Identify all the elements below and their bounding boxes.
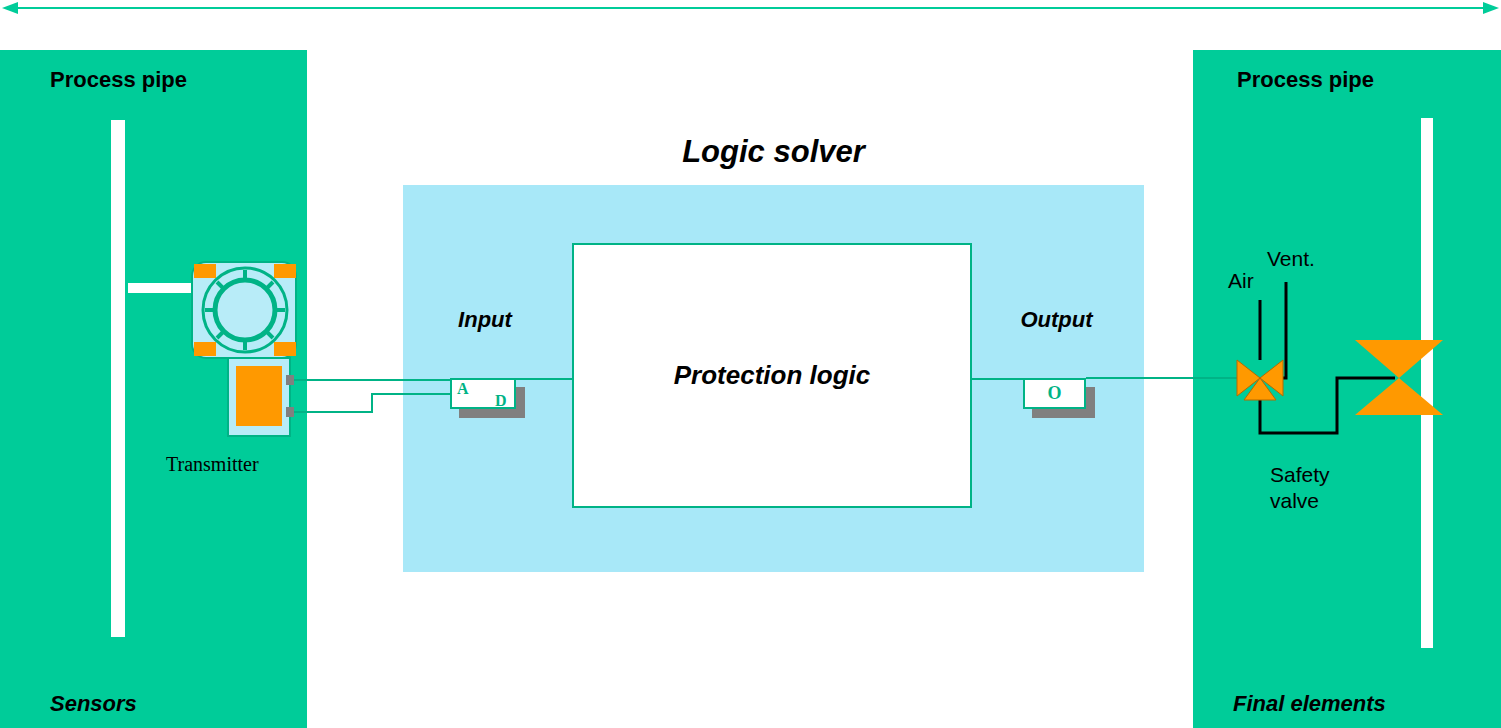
panel-heading: Logic solver: [403, 135, 1144, 168]
process-box: Protection logic: [572, 243, 972, 508]
drawing-stroke: [205, 270, 285, 350]
port-name: Vent.: [1267, 246, 1315, 272]
drawing-stroke: [228, 358, 290, 436]
drawing-stroke: [236, 366, 282, 426]
drawing-stroke: [286, 407, 294, 417]
drawing-stroke: [1355, 378, 1443, 415]
drawing-stroke: [192, 262, 296, 358]
module-letter: A: [457, 380, 469, 398]
drawing-stroke: [1483, 2, 1499, 14]
drawing-stroke: [14, 7, 1487, 9]
panel-footer: Final elements: [1233, 692, 1386, 716]
connector-line: [972, 378, 1023, 380]
transmitter-symbol: [192, 262, 296, 436]
module-letter: O: [1025, 383, 1084, 403]
drawing-stroke: [1421, 118, 1433, 648]
drawing-stroke: [294, 379, 452, 381]
left-pipe: [111, 120, 192, 637]
signal-wires: [294, 378, 1238, 412]
solenoid-valve: [1237, 360, 1283, 400]
panel-heading: Process pipe: [50, 68, 187, 92]
drawing-stroke: [1237, 360, 1260, 396]
output-module: OutputO: [1023, 378, 1086, 409]
module-heading: Input: [432, 308, 538, 332]
drawing-stroke: [128, 283, 192, 293]
signal-connector: [972, 379, 1023, 380]
box-title: Protection logic: [574, 361, 970, 389]
drawing-stroke: [1272, 282, 1286, 378]
drawing-stroke: [1260, 360, 1283, 396]
input-module: InputAD: [450, 378, 516, 409]
final-element-panel: Process pipeFinal elements: [1193, 50, 1501, 728]
right-pipe: [1421, 118, 1433, 648]
drawing-stroke: [1244, 378, 1276, 400]
part-name: Transmitter: [166, 452, 259, 477]
drawing-stroke: [2, 2, 18, 14]
panel-heading: Process pipe: [1237, 68, 1374, 92]
port-name: Air: [1228, 268, 1254, 294]
scope-arrow: [2, 2, 1499, 14]
module-letter: D: [495, 392, 507, 410]
safety-valve-symbol: [1355, 340, 1443, 415]
part-name: Safety valve: [1270, 462, 1350, 514]
drawing-stroke: [286, 375, 294, 385]
drawing-stroke: [203, 268, 287, 352]
module-heading: Output: [1003, 308, 1110, 332]
logic-solver-panel: Logic solverInputADProtection logicOutpu…: [403, 185, 1144, 572]
drawing-stroke: [1259, 300, 1262, 360]
drawing-stroke: [1086, 377, 1238, 379]
signal-connector: [516, 379, 572, 380]
drawing-stroke: [111, 120, 125, 637]
drawing-stroke: [215, 280, 275, 340]
drawing-stroke: [1260, 378, 1395, 433]
drawing-stroke: [194, 264, 296, 356]
sensor-panel: Process pipeSensors: [0, 50, 307, 728]
connector-line: [516, 378, 572, 380]
drawing-stroke: [1355, 340, 1443, 378]
panel-footer: Sensors: [50, 692, 137, 716]
drawing-stroke: [294, 394, 452, 412]
air-lines: [1260, 282, 1395, 433]
